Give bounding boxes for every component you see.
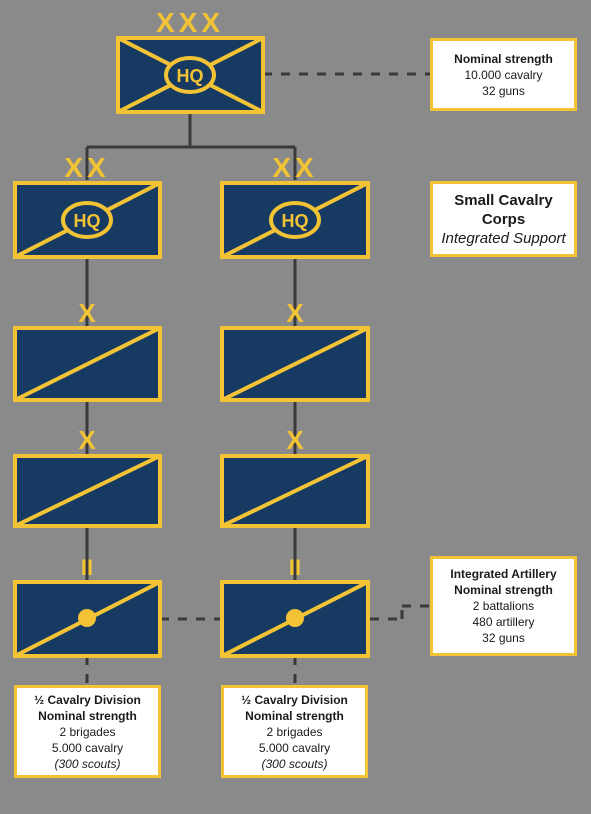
artillery-count: 480 artillery bbox=[472, 615, 535, 629]
division-cavalry: 5.000 cavalry bbox=[51, 740, 124, 755]
army-strength-guns: 32 guns bbox=[482, 83, 525, 98]
division-scouts: (300 scouts) bbox=[261, 756, 328, 771]
division-subtitle: Nominal strength bbox=[38, 708, 137, 723]
army-hq-label: HQ bbox=[177, 66, 204, 86]
artillery-battalions: 2 battalions bbox=[472, 599, 535, 613]
right-division-hq: XX HQ bbox=[220, 152, 370, 259]
right-artillery-marker: II bbox=[289, 555, 301, 580]
corps-title-line2: Corps bbox=[481, 210, 526, 228]
artillery-dot bbox=[286, 609, 304, 627]
army-echelon-marker: XXX bbox=[156, 7, 224, 38]
artillery-guns: 32 guns bbox=[482, 631, 525, 645]
left-brigade-2: X bbox=[13, 425, 162, 528]
left-division-hq-label: HQ bbox=[74, 211, 101, 231]
left-division-hq: XX HQ bbox=[13, 152, 162, 259]
left-division-strength-box: ½ Cavalry Division Nominal strength 2 br… bbox=[14, 685, 161, 778]
division-brigades: 2 brigades bbox=[266, 724, 323, 739]
artillery-subtitle: Nominal strength bbox=[454, 583, 553, 597]
right-brigade-1: X bbox=[220, 298, 370, 402]
left-division-marker: XX bbox=[64, 152, 109, 183]
left-artillery-marker: II bbox=[81, 555, 93, 580]
army-hq-unit: XXX HQ bbox=[116, 7, 265, 114]
right-brigade-1-marker: X bbox=[286, 298, 304, 328]
army-strength-title: Nominal strength bbox=[454, 51, 553, 66]
division-subtitle: Nominal strength bbox=[245, 708, 344, 723]
corps-info-box: Small Cavalry Corps Integrated Support bbox=[430, 181, 577, 257]
artillery-info-box: Integrated Artillery Nominal strength 2 … bbox=[430, 556, 577, 656]
corps-subtitle: Integrated Support bbox=[441, 229, 566, 247]
right-artillery-battalion: II bbox=[220, 555, 370, 658]
left-artillery-battalion: II bbox=[13, 555, 162, 658]
connectors bbox=[85, 112, 297, 582]
right-division-strength-box: ½ Cavalry Division Nominal strength 2 br… bbox=[221, 685, 368, 778]
artillery-title: Integrated Artillery bbox=[450, 567, 557, 581]
artillery-dot bbox=[78, 609, 96, 627]
left-brigade-1-marker: X bbox=[78, 298, 96, 328]
division-title: ½ Cavalry Division bbox=[241, 692, 348, 707]
dashed-connectors bbox=[85, 72, 432, 686]
division-cavalry: 5.000 cavalry bbox=[258, 740, 331, 755]
army-strength-cavalry: 10.000 cavalry bbox=[464, 67, 543, 82]
right-brigade-2: X bbox=[220, 425, 370, 528]
left-brigade-1: X bbox=[13, 298, 162, 402]
right-brigade-2-marker: X bbox=[286, 425, 304, 455]
division-brigades: 2 brigades bbox=[59, 724, 116, 739]
corps-title-line1: Small Cavalry bbox=[454, 191, 553, 209]
left-brigade-2-marker: X bbox=[78, 425, 96, 455]
division-title: ½ Cavalry Division bbox=[34, 692, 141, 707]
right-division-hq-label: HQ bbox=[282, 211, 309, 231]
right-division-marker: XX bbox=[272, 152, 317, 183]
army-strength-box: Nominal strength 10.000 cavalry 32 guns bbox=[430, 38, 577, 111]
division-scouts: (300 scouts) bbox=[54, 756, 121, 771]
